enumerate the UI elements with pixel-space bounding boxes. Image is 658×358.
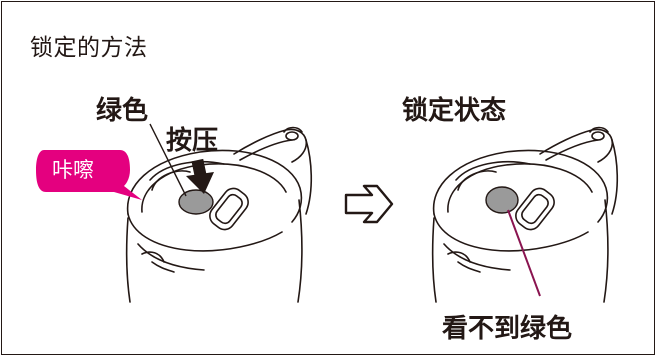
indicator-dot-hidden	[485, 186, 519, 214]
no-green-caption: 看不到绿色	[442, 314, 573, 344]
green-label: 绿色	[96, 96, 149, 126]
press-label: 按压	[166, 126, 219, 156]
click-sound-label: 咔嚓	[52, 158, 94, 182]
right-arrow-icon	[344, 184, 394, 224]
down-arrow-icon	[186, 158, 214, 194]
locked-state-label: 锁定状态	[402, 96, 507, 126]
caption-pointer-line	[507, 209, 541, 297]
page-title: 锁定的方法	[30, 35, 148, 61]
kettle-unlocked-drawing	[125, 126, 313, 303]
click-speech-bubble	[36, 150, 142, 200]
indicator-dot-visible	[178, 189, 214, 215]
kettle-locked-drawing	[431, 126, 619, 303]
green-pointer-line	[149, 123, 187, 197]
